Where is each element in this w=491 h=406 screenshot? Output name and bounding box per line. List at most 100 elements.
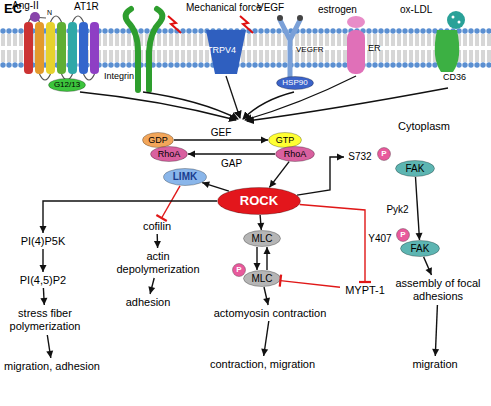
- ellipse-shape: [233, 264, 246, 277]
- at1r-receptor: [24, 16, 99, 80]
- connector-line: [150, 278, 154, 294]
- ellipse-shape: [151, 147, 188, 162]
- connector: [261, 321, 269, 356]
- connector: [156, 186, 180, 221]
- connector-line: [162, 186, 180, 218]
- node-label: PI(4)P5K: [21, 235, 66, 248]
- connector-line: [297, 157, 344, 195]
- ellipse-shape: [143, 133, 174, 148]
- helix: [46, 22, 55, 74]
- arrow-head: [202, 181, 210, 188]
- ellipse-node: GTP: [268, 132, 302, 148]
- text-node: adhesion: [120, 294, 176, 310]
- node-label: P: [400, 230, 405, 239]
- cd36-receptor: [435, 30, 460, 72]
- ellipse-node: G12/13: [48, 78, 86, 92]
- ellipse-node: P: [232, 263, 246, 277]
- ang-ii-ligand: [30, 12, 40, 22]
- arrow-head: [425, 267, 431, 275]
- connector-line: [300, 205, 365, 283]
- connector: [40, 201, 218, 233]
- connector-line: [280, 281, 340, 288]
- connector-line: [174, 139, 268, 140]
- arrow-head: [148, 286, 155, 294]
- arrow-head: [432, 349, 439, 356]
- connector-line: [202, 183, 229, 192]
- receptor-loop: [29, 16, 95, 80]
- node-label: GTP: [276, 135, 295, 145]
- connector-line: [256, 247, 257, 270]
- signal-arrow: [226, 76, 240, 118]
- node-label: MYPT-1: [345, 284, 385, 297]
- annotation-label: AT1R: [74, 1, 99, 12]
- node-label: S732: [348, 151, 371, 163]
- annotation-label: VEGFR: [296, 46, 324, 55]
- helix: [24, 22, 33, 74]
- node-label: RhoA: [284, 149, 307, 159]
- node-label: GDP: [148, 135, 168, 145]
- connector-line: [42, 249, 43, 272]
- text-node: Y407: [364, 232, 396, 246]
- node-label: PI(4,5)P2: [20, 274, 66, 287]
- estrogen-ligand: [347, 16, 365, 28]
- connector-line: [47, 335, 51, 358]
- annotation-label: VEGF: [257, 2, 284, 13]
- helix: [35, 22, 44, 74]
- particle-dot: [458, 21, 461, 24]
- node-label: LIMK: [173, 171, 197, 183]
- node-label: migration: [412, 358, 457, 371]
- connector: [40, 288, 47, 305]
- connector: [416, 177, 423, 240]
- arrow-head: [261, 349, 268, 356]
- text-node: migration: [405, 356, 465, 372]
- ellipse-node: RhoA: [150, 146, 188, 162]
- annotation-label: Ang-II: [12, 0, 39, 11]
- annotation-label: Mechanical force: [186, 2, 262, 13]
- node-label: G12/13: [54, 80, 80, 89]
- text-node: cofilin: [132, 218, 182, 234]
- connector: [188, 151, 275, 158]
- connector-line: [156, 234, 158, 248]
- node-label: Y407: [368, 233, 391, 245]
- arrow-head: [154, 241, 161, 248]
- connector: [257, 215, 264, 230]
- text-node: PI(4)P5K: [8, 233, 78, 249]
- ellipse-shape: [401, 241, 440, 257]
- annotation-label: CD36: [443, 73, 466, 83]
- connector-line: [260, 215, 261, 230]
- edge-label: GEF: [211, 127, 232, 138]
- node-label: contraction, migration: [210, 358, 315, 371]
- connector: [174, 137, 268, 144]
- ellipse-node: RhoA: [275, 146, 315, 162]
- connector: [263, 287, 270, 305]
- ellipse-node: GDP: [142, 132, 174, 148]
- node-label: migration, adhesion: [4, 360, 100, 373]
- connector: [432, 305, 439, 356]
- ellipse-shape: [49, 79, 86, 92]
- connector-line: [43, 201, 217, 233]
- annotation-label: ox-LDL: [400, 4, 432, 15]
- inhibition-bar: [359, 281, 371, 283]
- annotation-label: TRPV4: [207, 46, 236, 56]
- arrow-head: [46, 351, 53, 358]
- er-receptor: [347, 30, 365, 74]
- ellipse-shape: [269, 133, 302, 148]
- node-label: ROCK: [240, 194, 278, 209]
- connector: [148, 278, 155, 294]
- ellipse-shape: [397, 229, 410, 242]
- connector-line: [435, 305, 437, 356]
- connector-line: [416, 177, 420, 240]
- connector-line: [269, 162, 289, 188]
- node-label: actomyosin contraction: [214, 307, 327, 320]
- node-label: HSP90: [282, 78, 307, 87]
- connector: [254, 247, 261, 270]
- ellipse-shape: [378, 148, 391, 161]
- annotation-label: Cytoplasm: [398, 120, 450, 132]
- connector: [300, 205, 371, 283]
- ellipse-shape: [396, 161, 435, 177]
- node-label: cofilin: [143, 220, 171, 233]
- node-label: RhoA: [158, 149, 181, 159]
- node-label: FAK: [411, 243, 430, 255]
- arrow-head: [261, 137, 268, 144]
- text-node: stress fiber polymerization: [0, 305, 90, 335]
